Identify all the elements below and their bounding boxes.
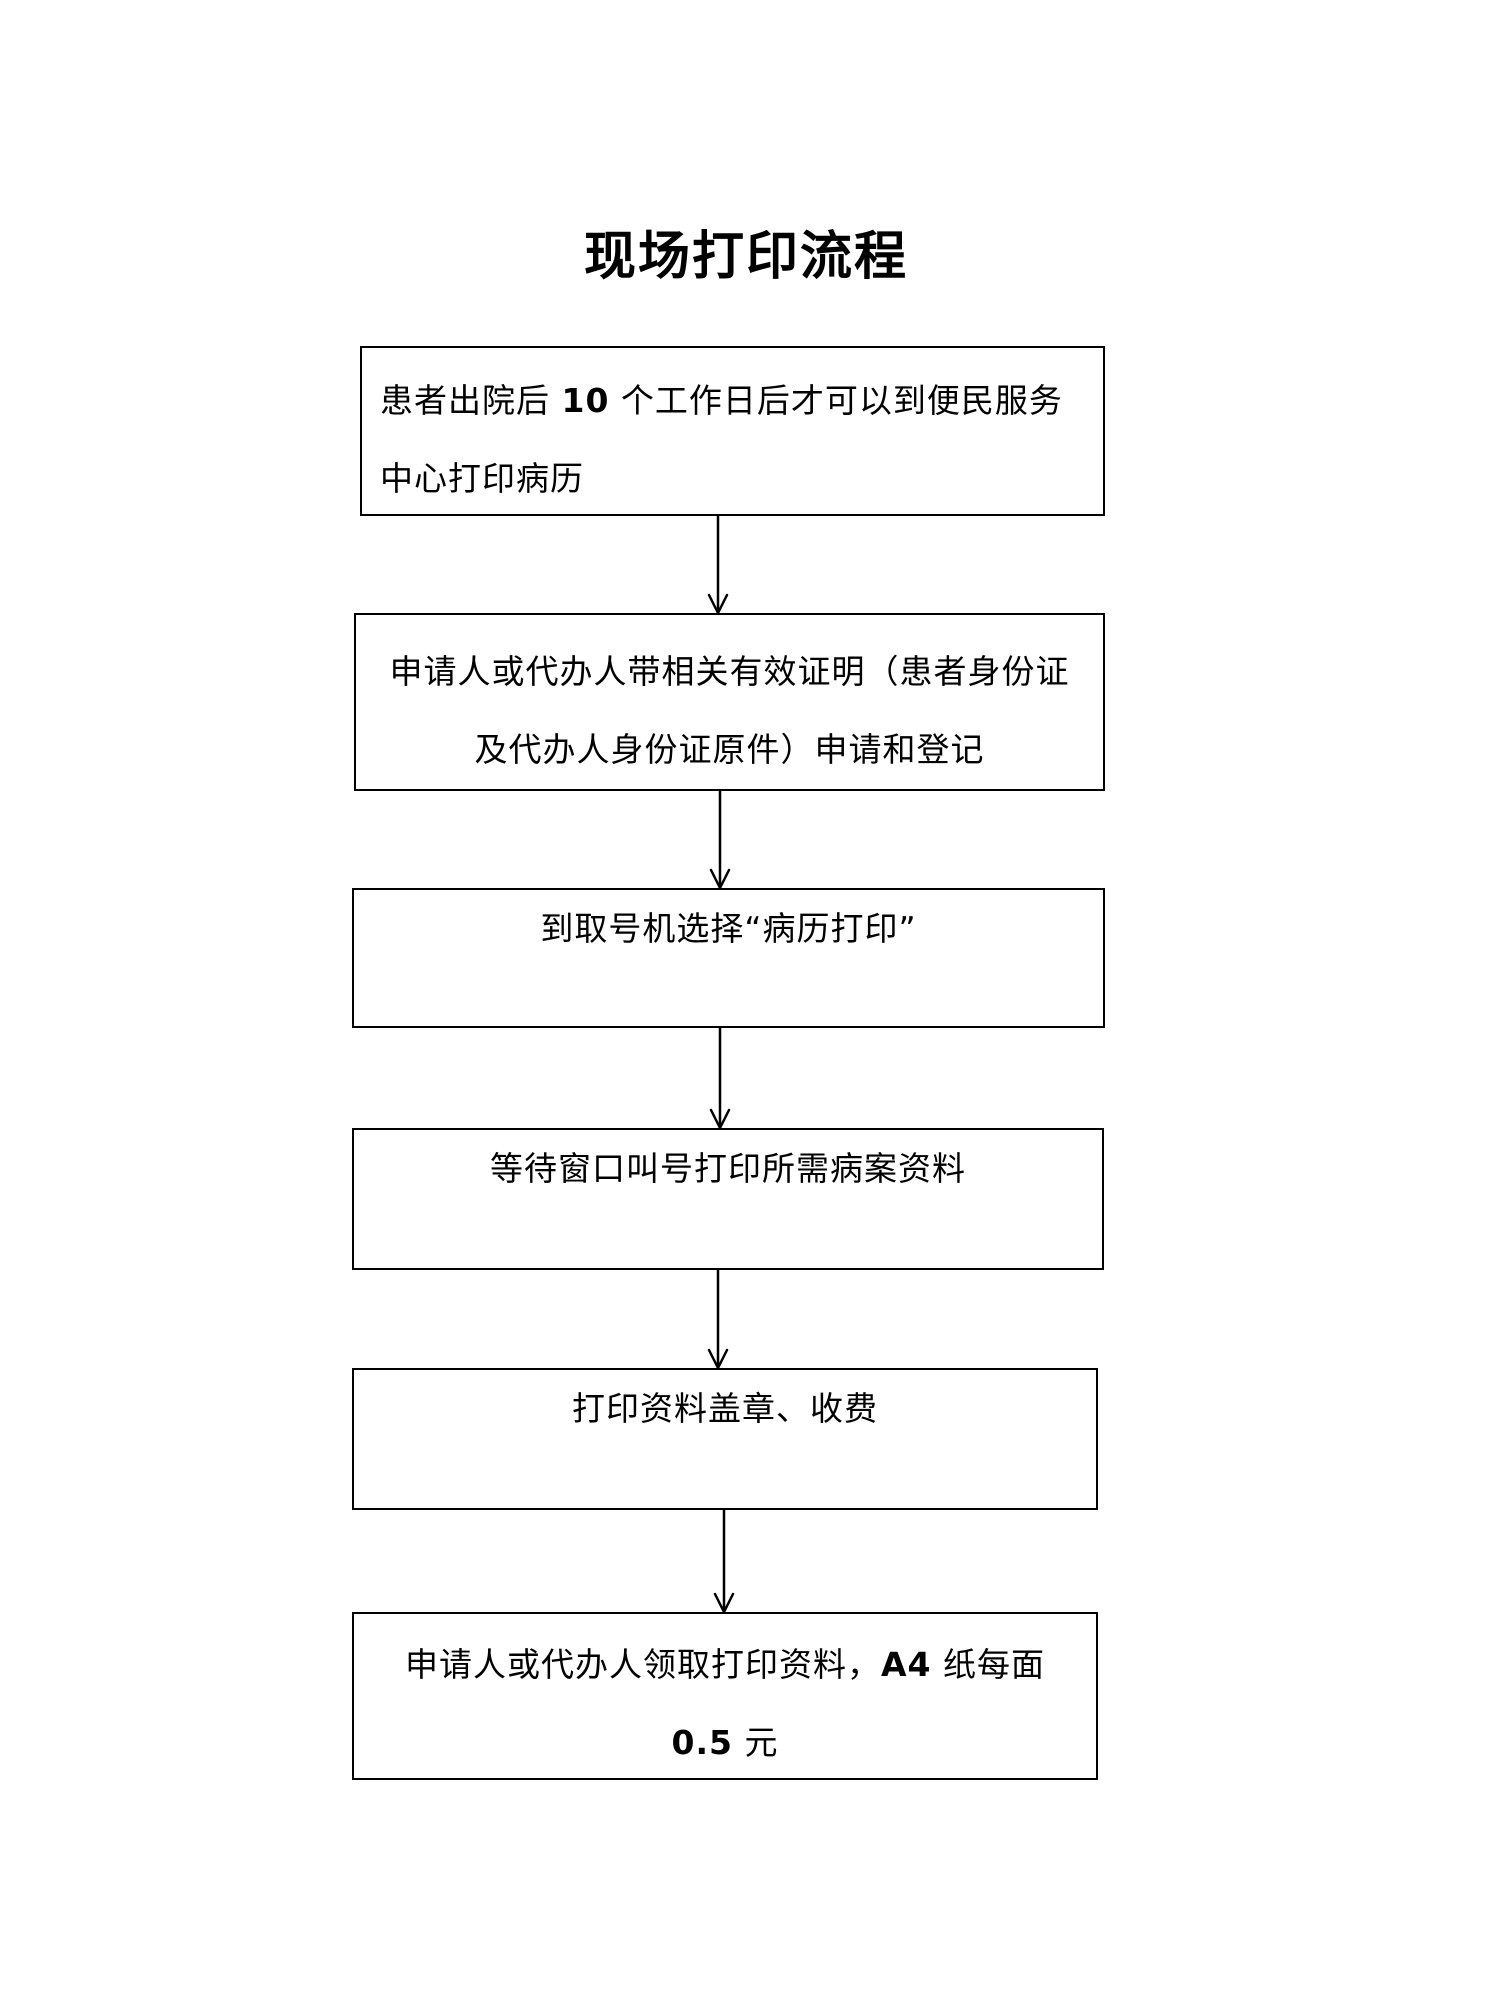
- flow-step-3: 到取号机选择“病历打印”: [352, 888, 1105, 1028]
- flow-step-text: 等待窗口叫号打印所需病案资料: [490, 1149, 966, 1188]
- flow-step-text: 患者出院后 10 个工作日后才可以到便民服务中心打印病历: [380, 381, 1063, 498]
- arrow-down-icon: [707, 1268, 729, 1370]
- flow-step-5: 打印资料盖章、收费: [352, 1368, 1098, 1510]
- flow-step-4: 等待窗口叫号打印所需病案资料: [352, 1128, 1104, 1270]
- arrow-down-icon: [709, 1026, 731, 1130]
- flow-step-text: 申请人或代办人带相关有效证明（患者身份证及代办人身份证原件）申请和登记: [389, 652, 1070, 769]
- flow-step-2: 申请人或代办人带相关有效证明（患者身份证及代办人身份证原件）申请和登记: [354, 613, 1105, 791]
- flow-step-text: 到取号机选择“病历打印”: [540, 909, 917, 948]
- page-title: 现场打印流程: [583, 227, 908, 287]
- flow-step-text: 打印资料盖章、收费: [572, 1389, 878, 1428]
- flow-step-1: 患者出院后 10 个工作日后才可以到便民服务中心打印病历: [360, 346, 1105, 516]
- arrow-down-icon: [713, 1508, 735, 1614]
- arrow-down-icon: [707, 514, 729, 615]
- arrow-down-icon: [709, 789, 731, 890]
